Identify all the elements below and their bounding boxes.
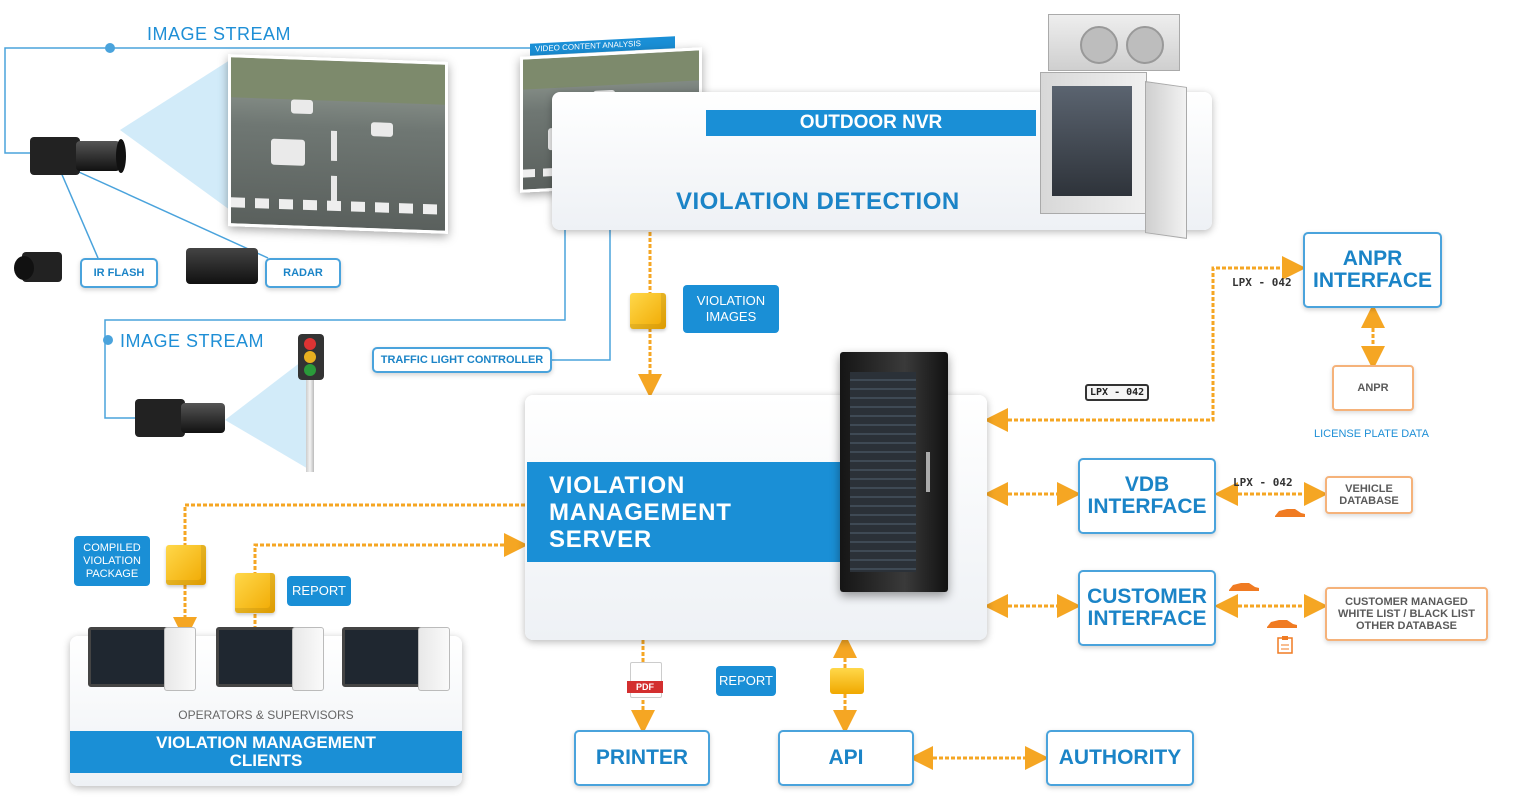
camera-beam-icon-2 [225,355,310,470]
nvr-cabinet-icon [1040,14,1190,239]
package-cube-icon [630,293,666,329]
ir-flash-box: IR FLASH [80,258,158,288]
violation-detection-title: VIOLATION DETECTION [676,188,960,215]
image-stream-label-top: IMAGE STREAM [147,24,292,44]
lpx-label-anpr: LPX - 042 [1232,276,1292,289]
server-rack-icon [840,352,948,592]
traffic-light-pole [306,380,314,472]
violation-images-badge: VIOLATION IMAGES [683,285,779,333]
server-title-line1: VIOLATION [549,472,686,499]
workstation-tower-icon-2 [292,627,324,691]
lpx-label-vdb: LPX - 042 [1233,476,1293,489]
clients-title: VIOLATION MANAGEMENT CLIENTS [70,731,462,773]
camera-icon [30,133,126,181]
vehicle-database-box: VEHICLE DATABASE [1325,476,1413,514]
vdb-interface-box[interactable]: VDB INTERFACE [1078,458,1216,534]
car-icon-3 [1267,620,1297,628]
license-plate-icon: LPX - 042 [1085,384,1150,401]
customer-database-box: CUSTOMER MANAGED WHITE LIST / BLACK LIST… [1325,587,1488,641]
operators-label: OPERATORS & SUPERVISORS [178,708,354,722]
api-box[interactable]: API [778,730,914,786]
workstation-tower-icon-3 [418,627,450,691]
server-title-line3: SERVER [549,526,653,553]
radar-device-icon [186,248,258,284]
compiled-package-badge: COMPILED VIOLATION PACKAGE [74,536,150,586]
authority-box[interactable]: AUTHORITY [1046,730,1194,786]
printer-box[interactable]: PRINTER [574,730,710,786]
folder-icon [830,668,864,694]
ir-flash-device-icon [12,248,72,288]
car-icon-2 [1229,583,1259,591]
clipboard-icon [1277,636,1293,654]
anpr-interface-box[interactable]: ANPR INTERFACE [1303,232,1442,308]
outdoor-nvr-title: OUTDOOR NVR [706,110,1036,136]
traffic-light-icon [298,334,324,380]
pdf-document-icon: PDF [627,662,663,698]
radar-box: RADAR [265,258,341,288]
anpr-box: ANPR [1332,365,1414,411]
traffic-light-controller-box: TRAFFIC LIGHT CONTROLLER [372,347,552,373]
package-cube-icon-2 [166,545,206,585]
customer-interface-box[interactable]: CUSTOMER INTERFACE [1078,570,1216,646]
workstation-monitor-icon-2 [216,627,298,687]
car-icon [1275,509,1305,517]
license-plate-data-label: LICENSE PLATE DATA [1314,428,1429,440]
server-title-line2: MANAGEMENT [549,499,732,526]
package-cube-icon-3 [235,573,275,613]
server-title: VIOLATION MANAGEMENT SERVER [527,462,840,562]
image-stream-label-bottom: IMAGE STREAM [120,331,265,351]
traffic-photo [228,54,448,234]
workstation-monitor-icon [88,627,170,687]
report-badge-left: REPORT [287,576,351,606]
camera-beam-icon [120,60,230,210]
workstation-monitor-icon-3 [342,627,424,687]
pdf-label: PDF [627,681,663,693]
workstation-tower-icon [164,627,196,691]
camera-icon-2 [135,395,230,443]
report-badge-bottom: REPORT [716,666,776,696]
